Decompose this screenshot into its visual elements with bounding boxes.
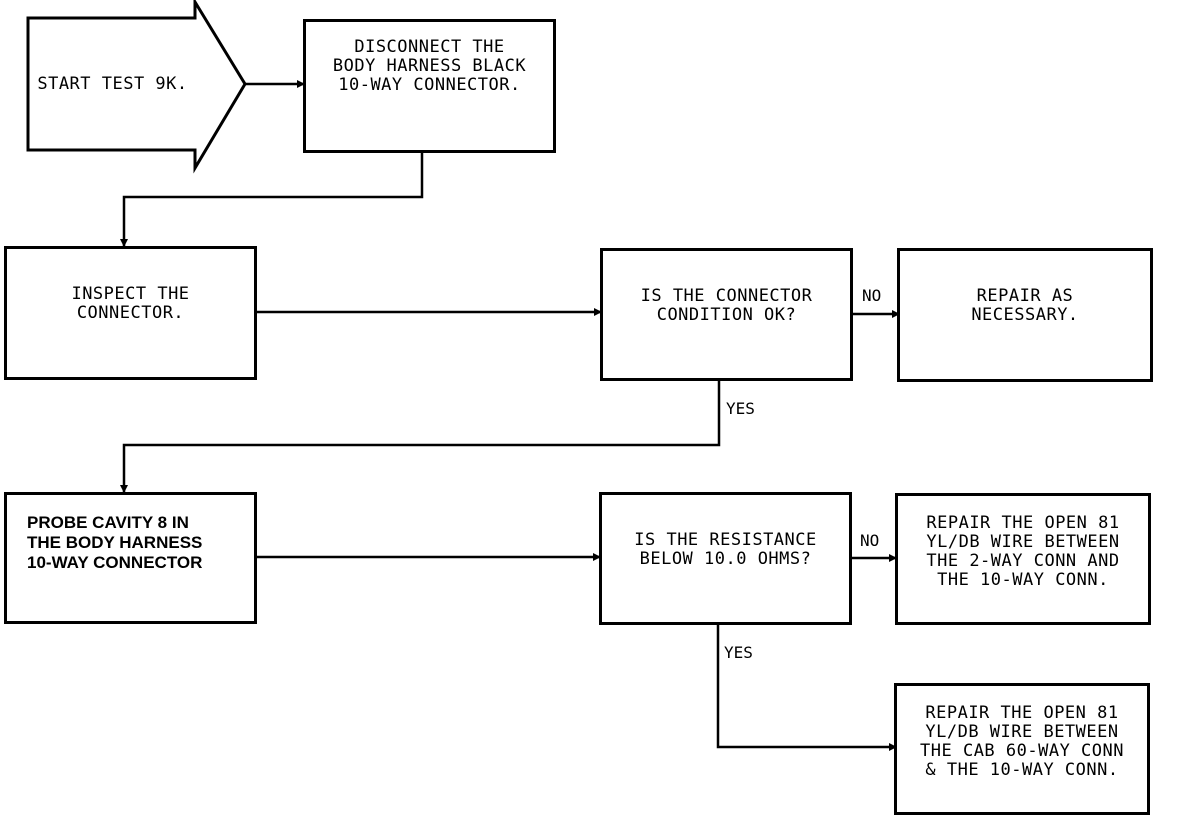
disconnect-connector-text: DISCONNECT THE BODY HARNESS BLACK 10-WAY… bbox=[332, 37, 527, 95]
start-arrow-shape bbox=[26, 0, 247, 174]
start-test-label: START TEST 9K. bbox=[37, 73, 188, 94]
no-label-condition: NO bbox=[862, 286, 882, 305]
yes-label-resistance: YES bbox=[724, 643, 753, 662]
repair-as-necessary-box: REPAIR AS NECESSARY. bbox=[897, 248, 1153, 382]
disconnect-connector-box: DISCONNECT THE BODY HARNESS BLACK 10-WAY… bbox=[303, 19, 556, 153]
repair-as-necessary-text: REPAIR AS NECESSARY. bbox=[971, 286, 1079, 325]
repair-cab-box: REPAIR THE OPEN 81 YL/DB WIRE BETWEEN TH… bbox=[894, 683, 1150, 815]
repair-cab-text: REPAIR THE OPEN 81 YL/DB WIRE BETWEEN TH… bbox=[920, 703, 1124, 780]
repair-2way-text: REPAIR THE OPEN 81 YL/DB WIRE BETWEEN TH… bbox=[926, 513, 1120, 590]
connector-condition-text: IS THE CONNECTOR CONDITION OK? bbox=[640, 286, 813, 325]
probe-cavity-text: PROBE CAVITY 8 IN THE BODY HARNESS 10-WA… bbox=[27, 513, 203, 572]
inspect-connector-box: INSPECT THE CONNECTOR. bbox=[4, 246, 257, 380]
probe-cavity-box: PROBE CAVITY 8 IN THE BODY HARNESS 10-WA… bbox=[4, 492, 257, 624]
resistance-decision-text: IS THE RESISTANCE BELOW 10.0 OHMS? bbox=[634, 530, 817, 569]
no-label-resistance: NO bbox=[860, 531, 880, 550]
connector-condition-decision: IS THE CONNECTOR CONDITION OK? bbox=[600, 248, 853, 381]
connector-disconnect-to-inspect bbox=[120, 152, 424, 247]
repair-2way-box: REPAIR THE OPEN 81 YL/DB WIRE BETWEEN TH… bbox=[895, 493, 1151, 625]
yes-label-condition: YES bbox=[726, 399, 755, 418]
connector-resistance-yes bbox=[716, 625, 897, 751]
connector-condition-yes bbox=[120, 380, 721, 493]
inspect-connector-text: INSPECT THE CONNECTOR. bbox=[71, 284, 190, 323]
resistance-decision: IS THE RESISTANCE BELOW 10.0 OHMS? bbox=[599, 492, 852, 625]
